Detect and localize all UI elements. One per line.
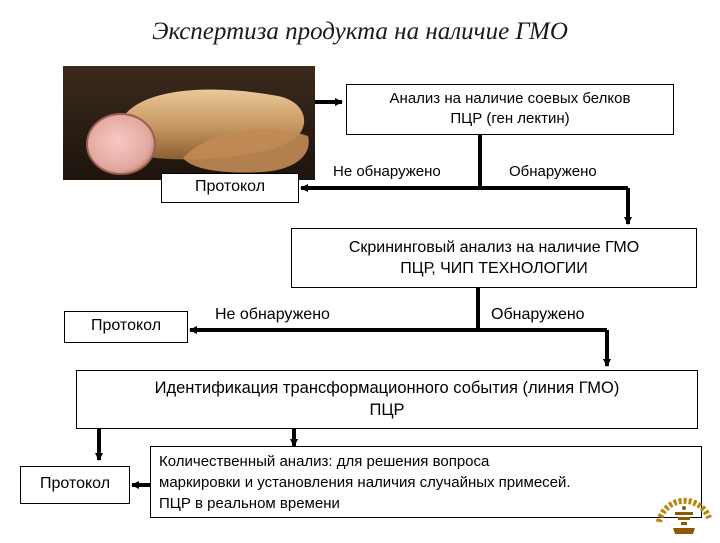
protocol-box-1: Протокол — [161, 173, 299, 203]
step3-line2: ПЦР — [369, 401, 405, 419]
step2-found-label: Обнаружено — [491, 306, 585, 323]
sausage-photo — [63, 66, 315, 180]
step1-line1: Анализ на наличие соевых белков — [389, 90, 631, 107]
step2-line2: ПЦР, ЧИП ТЕХНОЛОГИИ — [400, 260, 588, 277]
gmo-line-identification-box: Идентификация трансформационного события… — [76, 370, 698, 429]
step4-line2: маркировки и установления наличия случай… — [159, 474, 571, 491]
step1-line2: ПЦР (ген лектин) — [450, 110, 570, 127]
protocol-label-3: Протокол — [39, 475, 111, 492]
soy-protein-analysis-box: Анализ на наличие соевых белков ПЦР (ген… — [346, 84, 674, 135]
page-title: Экспертиза продукта на наличие ГМО — [152, 18, 568, 45]
protocol-box-3: Протокол — [20, 466, 130, 504]
step2-line1: Скрининговый анализ на наличие ГМО — [348, 239, 640, 256]
step4-line1: Количественный анализ: для решения вопро… — [159, 453, 490, 470]
step3-line1: Идентификация трансформационного события… — [154, 379, 620, 397]
logo-seal — [651, 478, 717, 538]
gmo-screening-box: Скрининговый анализ на наличие ГМО ПЦР, … — [291, 228, 697, 288]
protocol-label-2: Протокол — [90, 317, 162, 334]
step2-not-found-label: Не обнаружено — [215, 306, 330, 323]
protocol-label-1: Протокол — [194, 178, 266, 195]
step1-not-found-label: Не обнаружено — [333, 163, 441, 180]
protocol-box-2: Протокол — [64, 311, 188, 343]
quantitative-analysis-box: Количественный анализ: для решения вопро… — [150, 446, 702, 518]
step1-found-label: Обнаружено — [509, 163, 597, 180]
step4-line3: ПЦР в реальном времени — [159, 495, 340, 512]
